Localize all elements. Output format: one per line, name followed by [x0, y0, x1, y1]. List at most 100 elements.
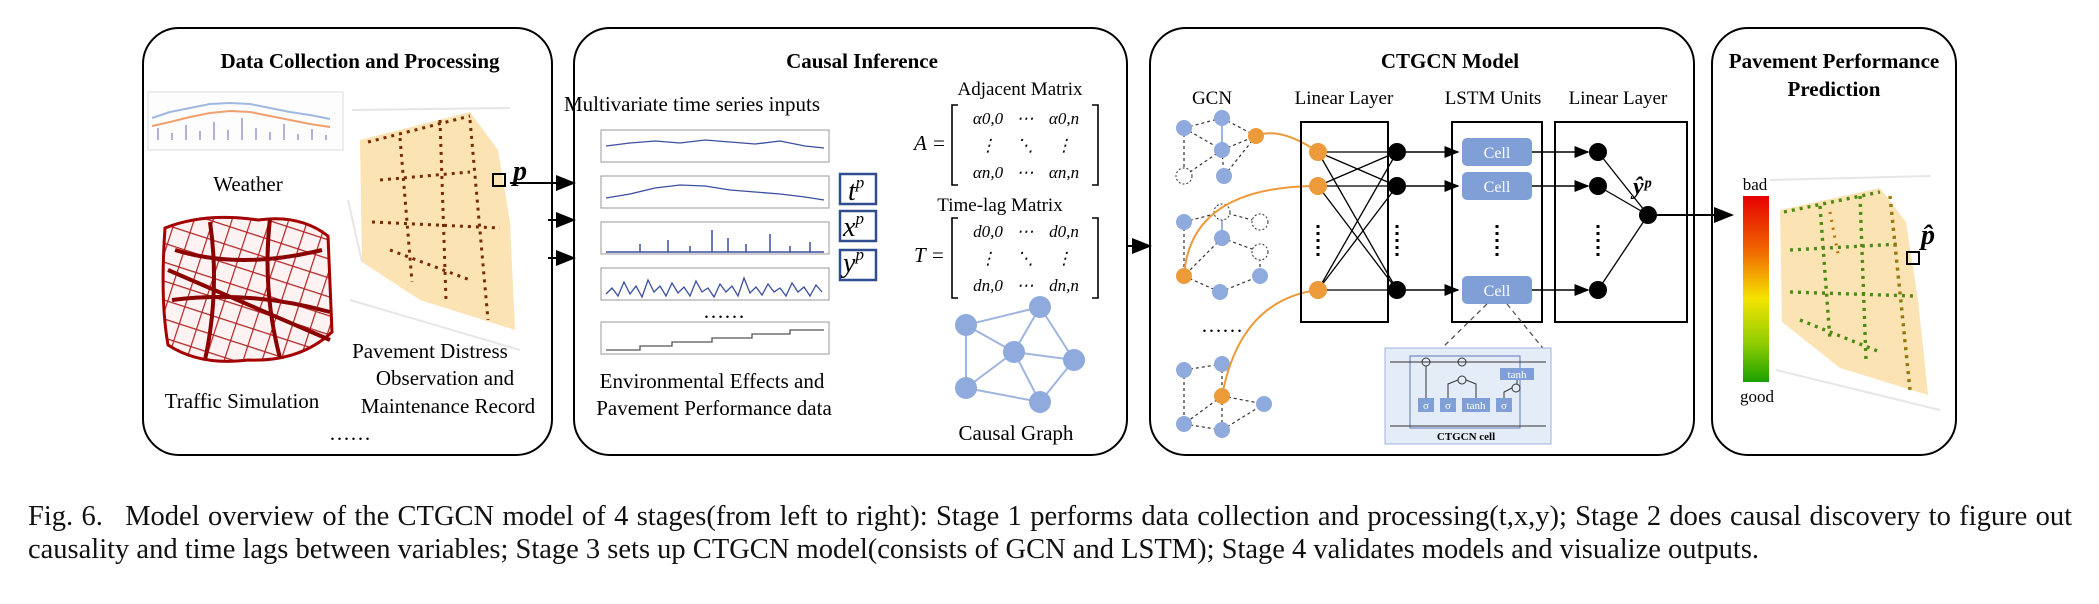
lstm-units-label: LSTM Units — [1445, 88, 1542, 109]
lstm-units-box — [1451, 121, 1543, 323]
lag-cells-5: ⋮ — [1056, 249, 1073, 268]
lstm-to-linear-arrows — [1532, 146, 1590, 296]
svg-text:tp: tp — [848, 173, 864, 207]
adj-cells-2: α0,n — [1049, 109, 1079, 128]
linear-1-input-nodes — [1309, 143, 1327, 299]
location-marker — [492, 173, 506, 187]
causal-graph-label: Causal Graph — [959, 421, 1074, 445]
stage3-panel: CTGCN Model GCN Linear Layer LSTM Units … — [1149, 27, 1695, 456]
weather-chart-thumbnail — [147, 91, 344, 151]
distress-label-line3: Maintenance Record — [361, 394, 536, 418]
distress-label-line1: Pavement Distress — [352, 339, 508, 363]
svg-text:Cell: Cell — [1484, 283, 1511, 300]
time-lag-matrix-title: Time-lag Matrix — [937, 195, 1063, 216]
lstm-cell-3: Cell — [1462, 276, 1532, 304]
stage4-title-line2: Prediction — [1788, 77, 1881, 101]
gcn-graph-2 — [1176, 203, 1269, 300]
traffic-simulation-label: Traffic Simulation — [165, 389, 320, 413]
adjacent-matrix-symbol: A = — [912, 131, 946, 155]
svg-text:yp: yp — [840, 245, 864, 279]
gcn-graph-3 — [1176, 356, 1272, 438]
series-ellipsis: …… — [703, 299, 745, 323]
lstm-cell-1: Cell — [1462, 138, 1532, 166]
legend-bad-label: bad — [1743, 175, 1768, 194]
var-box-t: tp — [838, 172, 878, 207]
svg-text:tanh: tanh — [1467, 400, 1486, 412]
linear-layer-1-connections — [1317, 151, 1398, 291]
gcn-ellipsis: …… — [1201, 313, 1243, 337]
stage1-to-stage2-arrows — [510, 175, 576, 266]
lag-cells-0: d0,0 — [973, 222, 1003, 241]
adjacent-matrix-title: Adjacent Matrix — [957, 79, 1083, 100]
output-y-hat-label: ŷᵖ — [1630, 174, 1652, 200]
linear-2-nodes — [1589, 143, 1657, 299]
linear-layer-label-2: Linear Layer — [1569, 88, 1668, 109]
svg-text:σ: σ — [1423, 400, 1429, 412]
stage2-panel: Causal Inference Multivariate time serie… — [564, 27, 1128, 456]
stage1-title: Data Collection and Processing — [220, 49, 500, 73]
inputs-title: Multivariate time series inputs — [564, 92, 820, 116]
traffic-network-map — [161, 215, 334, 363]
bad-good-color-scale — [1743, 196, 1769, 382]
adjacent-matrix-cells: α0,0 ⋯ α0,n ⋮ ⋱ ⋮ αn,0 ⋯ αn,n — [973, 109, 1079, 182]
prediction-map — [1769, 175, 1941, 411]
time-lag-matrix-cells: d0,0 ⋯ d0,n ⋮ ⋱ ⋮ dn,0 ⋯ dn,n — [973, 222, 1079, 295]
distress-label-line2: Observation and — [376, 366, 515, 390]
stage4-panel: Pavement Performance Prediction bad good… — [1711, 27, 1957, 456]
time-lag-matrix-symbol: T = — [914, 243, 945, 267]
svg-text:Cell: Cell — [1484, 179, 1511, 196]
lstm-cell-2: Cell — [1462, 172, 1532, 200]
svg-text:tanh: tanh — [1508, 369, 1527, 381]
prediction-p-hat-label: p̂ — [1919, 220, 1935, 251]
time-series-stack: …… — [600, 129, 830, 355]
var-box-y: yp — [838, 245, 878, 282]
linear-layer-box-2 — [1554, 121, 1688, 323]
gcn-to-linear-links — [1183, 132, 1319, 397]
lag-cells-6: dn,0 — [973, 276, 1003, 295]
prediction-location-marker — [1906, 251, 1920, 265]
env-label-line1: Environmental Effects and — [600, 369, 825, 393]
figure-caption: Fig. 6. Model overview of the CTGCN mode… — [28, 500, 2072, 566]
adj-cells-3: ⋮ — [980, 136, 997, 155]
stage2-title: Causal Inference — [786, 49, 938, 73]
legend-good-label: good — [1740, 387, 1775, 406]
env-label-line2: Pavement Performance data — [596, 396, 832, 420]
svg-text:Cell: Cell — [1484, 145, 1511, 162]
gcn-label: GCN — [1192, 88, 1232, 109]
adj-cells-6: αn,0 — [973, 163, 1004, 182]
linear-to-lstm-arrows — [1406, 146, 1460, 296]
lag-cells-7: ⋯ — [1017, 276, 1034, 295]
var-box-x: xp — [838, 209, 878, 243]
causal-graph — [955, 296, 1085, 413]
stage1-panel: Data Collection and Processing Weather T… — [142, 27, 553, 456]
gcn-graph-1 — [1175, 110, 1264, 185]
adj-cells-4: ⋱ — [1017, 136, 1034, 155]
pavement-distress-map — [347, 107, 521, 351]
lag-cells-8: dn,n — [1049, 276, 1079, 295]
adj-cells-8: αn,n — [1049, 163, 1079, 182]
lag-cells-1: ⋯ — [1017, 222, 1034, 241]
stage4-title-line1: Pavement Performance — [1729, 49, 1939, 73]
svg-text:σ: σ — [1501, 400, 1507, 412]
adj-cells-5: ⋮ — [1056, 136, 1073, 155]
linear-1-output-nodes — [1388, 143, 1406, 299]
lag-cells-2: d0,n — [1049, 222, 1079, 241]
ctgcn-cell-detail: σ σ tanh σ tanh CTGCN cell — [1384, 347, 1552, 445]
svg-text:σ: σ — [1445, 400, 1451, 412]
stage1-ellipsis: …… — [329, 421, 371, 445]
adj-cells-1: ⋯ — [1017, 109, 1034, 128]
linear-layer-label-1: Linear Layer — [1295, 88, 1394, 109]
adj-cells-7: ⋯ — [1017, 163, 1034, 182]
figure-label: Fig. 6. — [28, 501, 103, 532]
caption-text: Model overview of the CTGCN model of 4 s… — [28, 501, 2072, 565]
svg-text:xp: xp — [842, 209, 864, 243]
linear-layer-box-1 — [1300, 121, 1389, 323]
model-overview-figure: Data Collection and Processing Weather T… — [142, 27, 1957, 456]
weather-label: Weather — [213, 172, 282, 196]
adj-cells-0: α0,0 — [973, 109, 1004, 128]
lag-cells-3: ⋮ — [980, 249, 997, 268]
stage3-title: CTGCN Model — [1381, 49, 1519, 73]
cell-box-title: CTGCN cell — [1437, 431, 1495, 443]
location-p-label: p — [511, 156, 527, 187]
lag-cells-4: ⋱ — [1017, 249, 1034, 268]
